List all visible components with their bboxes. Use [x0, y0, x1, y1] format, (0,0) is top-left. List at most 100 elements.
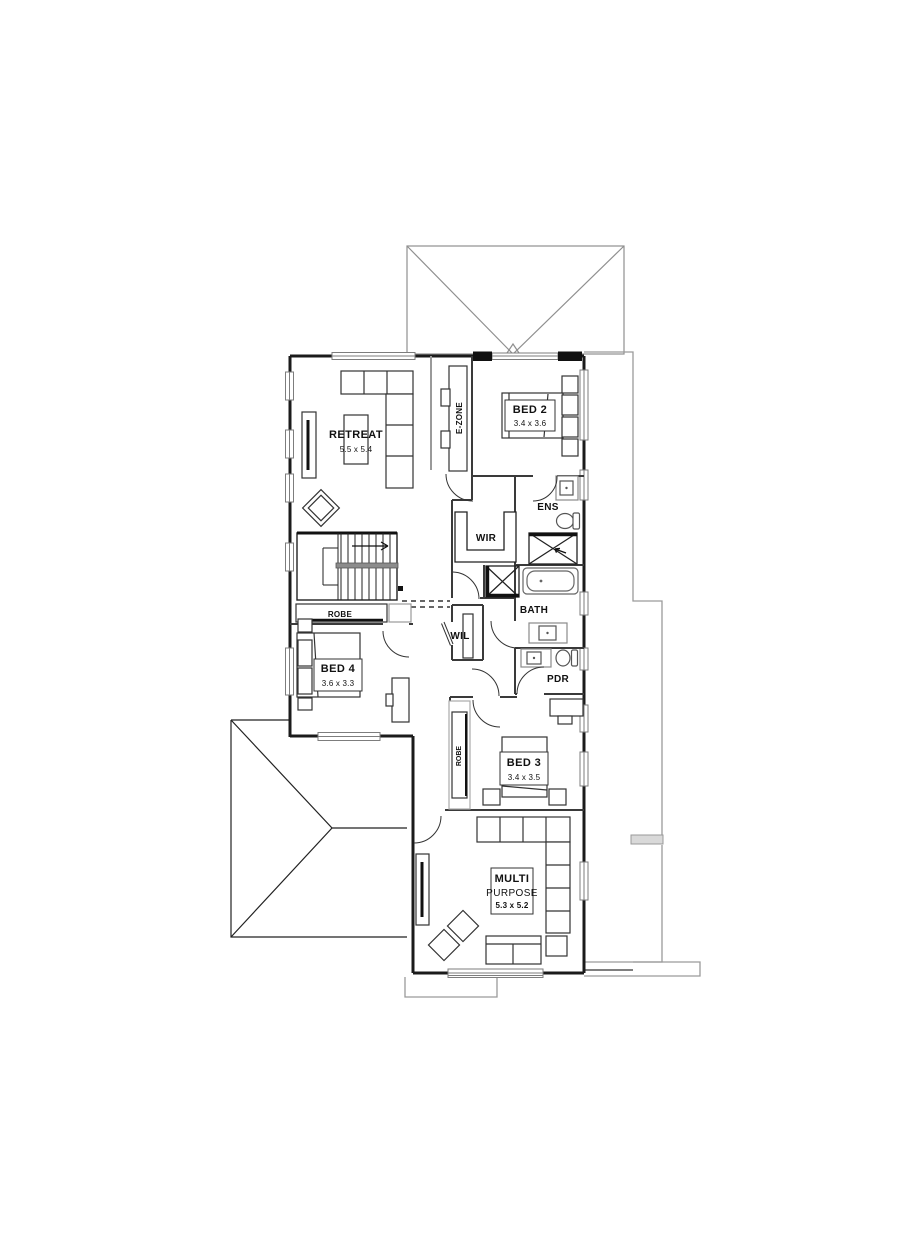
accent-chair [301, 488, 341, 528]
multi-chair-1 [427, 928, 461, 962]
multi-dims: 5.3 x 5.2 [496, 901, 529, 910]
bed3-desk [549, 698, 584, 717]
bed3-robe [448, 700, 471, 810]
wir-label: WIR [476, 533, 497, 544]
ens-label: ENS [537, 502, 558, 513]
door-multi [413, 815, 442, 844]
multi-sofa-l [476, 816, 571, 934]
multi-tv-unit [415, 853, 430, 926]
bed4-dims: 3.6 x 3.3 [322, 679, 355, 688]
bed4-desk [391, 677, 410, 723]
pdr-fixtures [520, 648, 579, 668]
bath-label: BATH [520, 605, 548, 616]
multi-label-line1: MULTI [495, 873, 530, 885]
bathtub [522, 567, 579, 595]
robe-retreat-label: ROBE [328, 610, 353, 619]
multi-couch [485, 935, 542, 965]
room-labels: RETREAT 5.5 x 5.4 E-ZONE BED 2 3.4 x 3.6… [321, 402, 569, 910]
window-left-bed4 [285, 647, 294, 696]
gable-roof-outline [406, 245, 625, 355]
retreat-furniture [301, 370, 414, 528]
coffee-table [343, 414, 369, 465]
bed3-side-1 [482, 788, 501, 806]
door-wir [452, 571, 480, 600]
bed3-label: BED 3 [507, 757, 541, 769]
multi-side-table [545, 935, 568, 957]
bed4-shelf-top [297, 618, 313, 633]
window-left-1 [285, 371, 294, 401]
door-bed4 [382, 630, 410, 658]
bath-fixtures [485, 565, 579, 644]
sofa-l-shape [340, 370, 414, 489]
door-pdr [516, 666, 545, 695]
ground-floor-outline [404, 351, 701, 998]
bed2-side-1 [561, 375, 579, 394]
wir-robe-shelving [454, 511, 517, 563]
wil-label: WIL [450, 631, 469, 642]
bed2-label: BED 2 [513, 404, 547, 416]
window-right-pdr [579, 647, 589, 671]
ezone-furniture [440, 365, 468, 472]
pdr-toilet [555, 649, 579, 667]
window-right-multi [579, 861, 589, 901]
door-bed2 [445, 473, 474, 502]
bed4-shelf-bottom [297, 697, 313, 711]
bed2-side-2 [561, 438, 579, 457]
hall-dashed-bulkhead [402, 600, 450, 608]
window-top-retreat [331, 352, 416, 360]
robe-bed3-label: ROBE [456, 746, 463, 767]
label-boxes [313, 399, 556, 915]
ens-vanity [555, 475, 579, 501]
window-right-bath [579, 591, 589, 616]
multi-label-box [490, 867, 534, 915]
door-arcs [382, 473, 558, 844]
bed4-label-box [313, 658, 363, 692]
tv-unit [301, 411, 317, 479]
bed3-dims: 3.4 x 3.5 [508, 773, 541, 782]
ezone-chair-1 [440, 388, 451, 407]
ens-fixtures [528, 475, 581, 565]
window-right-ens [579, 469, 589, 501]
window-left-2 [285, 429, 294, 459]
window-left-4 [285, 542, 294, 572]
window-bottom-bed4 [317, 732, 381, 741]
window-right-bed3a [579, 704, 589, 733]
multi-furniture [415, 816, 571, 965]
door-hall [471, 668, 500, 697]
retreat-robe [295, 603, 412, 623]
top-wall-black-piers [473, 351, 582, 361]
window-top-bed2 [491, 352, 559, 360]
wil-shelf [441, 613, 474, 659]
ens-toilet [555, 512, 581, 530]
ezone-label: E-ZONE [455, 402, 464, 434]
bed2-wardrobe-b [561, 416, 579, 438]
bed2-wardrobe-a [561, 394, 579, 416]
ezone-chair-2 [440, 430, 451, 449]
window-bottom-multi [447, 968, 544, 978]
bed4-chair [385, 693, 394, 707]
window-left-3 [285, 473, 294, 503]
ens-shower [528, 532, 578, 565]
bath-shower [485, 565, 520, 598]
bed2-label-box [504, 399, 556, 432]
retreat-label: RETREAT [329, 429, 383, 441]
window-right-bed2 [579, 369, 589, 441]
door-bath [490, 620, 519, 649]
pdr-vanity [520, 648, 552, 668]
bed3-side-2 [548, 788, 567, 806]
staircase [296, 531, 403, 601]
retreat-dims: 5.5 x 5.4 [340, 445, 373, 454]
pdr-label: PDR [547, 674, 569, 685]
door-bed3 [472, 699, 501, 728]
bed2-dims: 3.4 x 3.6 [514, 419, 547, 428]
window-right-bed3b [579, 751, 589, 787]
hip-roof-outline [230, 719, 407, 938]
multi-label-line2: PURPOSE [486, 888, 538, 899]
door-ens [532, 475, 558, 502]
balcony-hatch-bar [630, 834, 664, 845]
ezone-desk [448, 365, 468, 472]
multi-chair-2 [446, 909, 480, 943]
bath-vanity [528, 622, 568, 644]
